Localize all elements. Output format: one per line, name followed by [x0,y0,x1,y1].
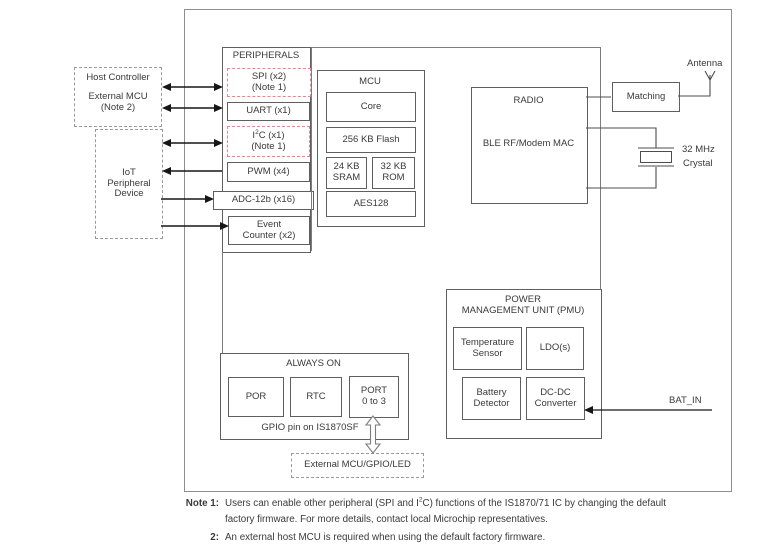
note1-text-line1: Users can enable other peripheral (SPI a… [225,496,666,509]
battery-detector-box: Battery Detector [462,377,521,420]
radio-subtitle: BLE RF/Modem MAC [482,138,575,149]
rom-label-line2: ROM [382,172,405,183]
temperature-sensor-label-line1: Temperature [460,336,515,348]
rtc-label: RTC [306,390,326,402]
mcu-title: MCU [359,76,381,87]
flash-box: 256 KB Flash [326,127,416,153]
dcdc-converter-box: DC-DC Converter [526,377,585,420]
host-controller-box: Host Controller External MCU (Note 2) [74,67,162,127]
matching-box: Matching [612,82,680,112]
sram-label-line2: SRAM [332,172,361,183]
i2c-note-label: (Note 1) [251,140,286,152]
spi-label: SPI (x2) [251,70,287,82]
dcdc-converter-label-line2: Converter [534,397,577,409]
iot-peripheral-device-box: IoT Peripheral Device [95,129,163,239]
chip-outer-boundary [184,9,732,492]
sram-box: 24 KB SRAM [326,157,367,189]
battery-detector-label-line1: Battery [476,386,507,398]
temperature-sensor-box: Temperature Sensor [453,327,522,370]
note2-ref-label: (Note 2) [100,101,136,113]
uart-box: UART (x1) [227,102,310,121]
temperature-sensor-label-line2: Sensor [472,347,503,359]
radio-title: RADIO [513,95,544,106]
antenna-label: Antenna [687,58,723,69]
adc-label: ADC-12b (x16) [231,194,296,206]
port-box: PORT 0 to 3 [349,376,399,418]
rtc-box: RTC [290,377,342,417]
external-mcu-label: External MCU [88,90,148,102]
pmu-title-line1: POWER [505,294,541,305]
pmu-title-line2: MANAGEMENT UNIT (PMU) [461,305,585,316]
iot-label-line2: Peripheral [107,177,151,189]
host-controller-label: Host Controller [86,72,150,83]
uart-bus-arrowhead-left [162,104,171,112]
event-counter-label-line1: Event [256,218,282,230]
spi-box: SPI (x2) (Note 1) [227,68,311,97]
event-counter-box: Event Counter (x2) [228,216,310,245]
core-box: Core [326,92,416,122]
port-label-line1: PORT [360,385,388,397]
crystal-label-line1: 32 MHz [682,144,715,155]
por-box: POR [228,377,284,417]
adc-box: ADC-12b (x16) [213,191,314,210]
i2c-bus-arrowhead-left [162,139,171,147]
pwm-arrowhead-left [162,167,171,175]
ldo-label: LDO(s) [539,342,571,354]
bat-in-label: BAT_IN [669,395,702,406]
iot-label-line3: Device [114,188,144,200]
note2-text: An external host MCU is required when us… [225,532,546,543]
i2c-box: I2C (x1) (Note 1) [227,126,310,157]
pwm-label: PWM (x4) [247,165,290,177]
iot-label-line1: IoT [122,166,136,178]
aes-label: AES128 [353,197,389,209]
ldo-box: LDO(s) [526,327,584,370]
spi-bus-arrowhead-left [162,83,171,91]
aes-box: AES128 [326,191,416,217]
core-label: Core [360,100,382,112]
battery-detector-label-line2: Detector [473,397,510,409]
flash-label: 256 KB Flash [342,133,400,145]
rom-box: 32 KB ROM [372,157,415,189]
gpio-note-label: GPIO pin on IS1870SF [261,422,359,433]
note1-text-line2: factory firmware. For more details, cont… [225,514,548,525]
spi-note-label: (Note 1) [251,81,287,93]
ext-mcu-gpio-led-label: External MCU/GPIO/LED [304,459,411,471]
matching-label: Matching [626,90,666,102]
port-label-line2: 0 to 3 [362,396,386,407]
pwm-box: PWM (x4) [227,162,310,182]
ext-mcu-gpio-led-box: External MCU/GPIO/LED [291,453,424,478]
note1-label: Note 1: [185,498,219,509]
event-counter-label-line2: Counter (x2) [242,229,296,241]
peripherals-title: PERIPHERALS [232,50,300,61]
i2c-label: I2C (x1) [252,128,285,141]
uart-label: UART (x1) [246,105,291,117]
crystal-label-line2: Crystal [683,158,713,169]
note2-label: 2: [210,532,219,543]
por-label: POR [245,390,267,402]
always-on-title: ALWAYS ON [286,358,341,369]
dcdc-converter-label-line1: DC-DC [540,386,571,398]
